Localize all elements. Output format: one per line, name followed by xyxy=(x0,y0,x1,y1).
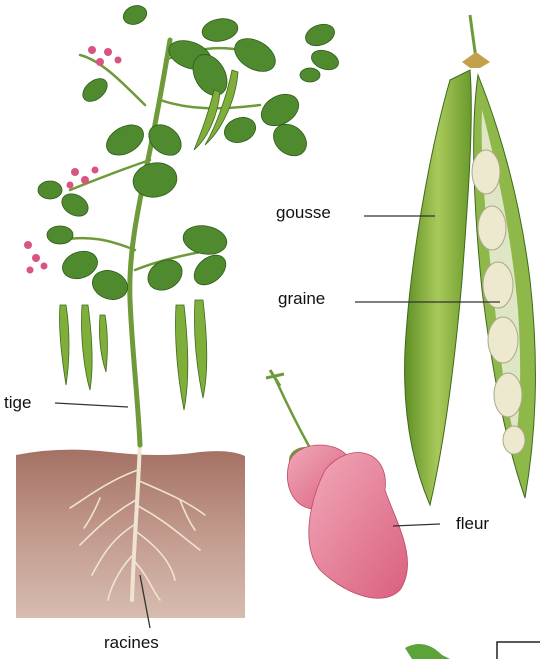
label-graine: graine xyxy=(278,289,325,309)
bean-flower xyxy=(266,370,408,598)
label-racines: racines xyxy=(104,633,159,653)
label-fleur: fleur xyxy=(456,514,489,534)
label-tige: tige xyxy=(4,393,31,413)
label-gousse: gousse xyxy=(276,203,331,223)
plant-leaves xyxy=(38,2,341,304)
corner-frame-mark xyxy=(497,642,540,659)
corner-leaf-fragment xyxy=(405,644,450,659)
